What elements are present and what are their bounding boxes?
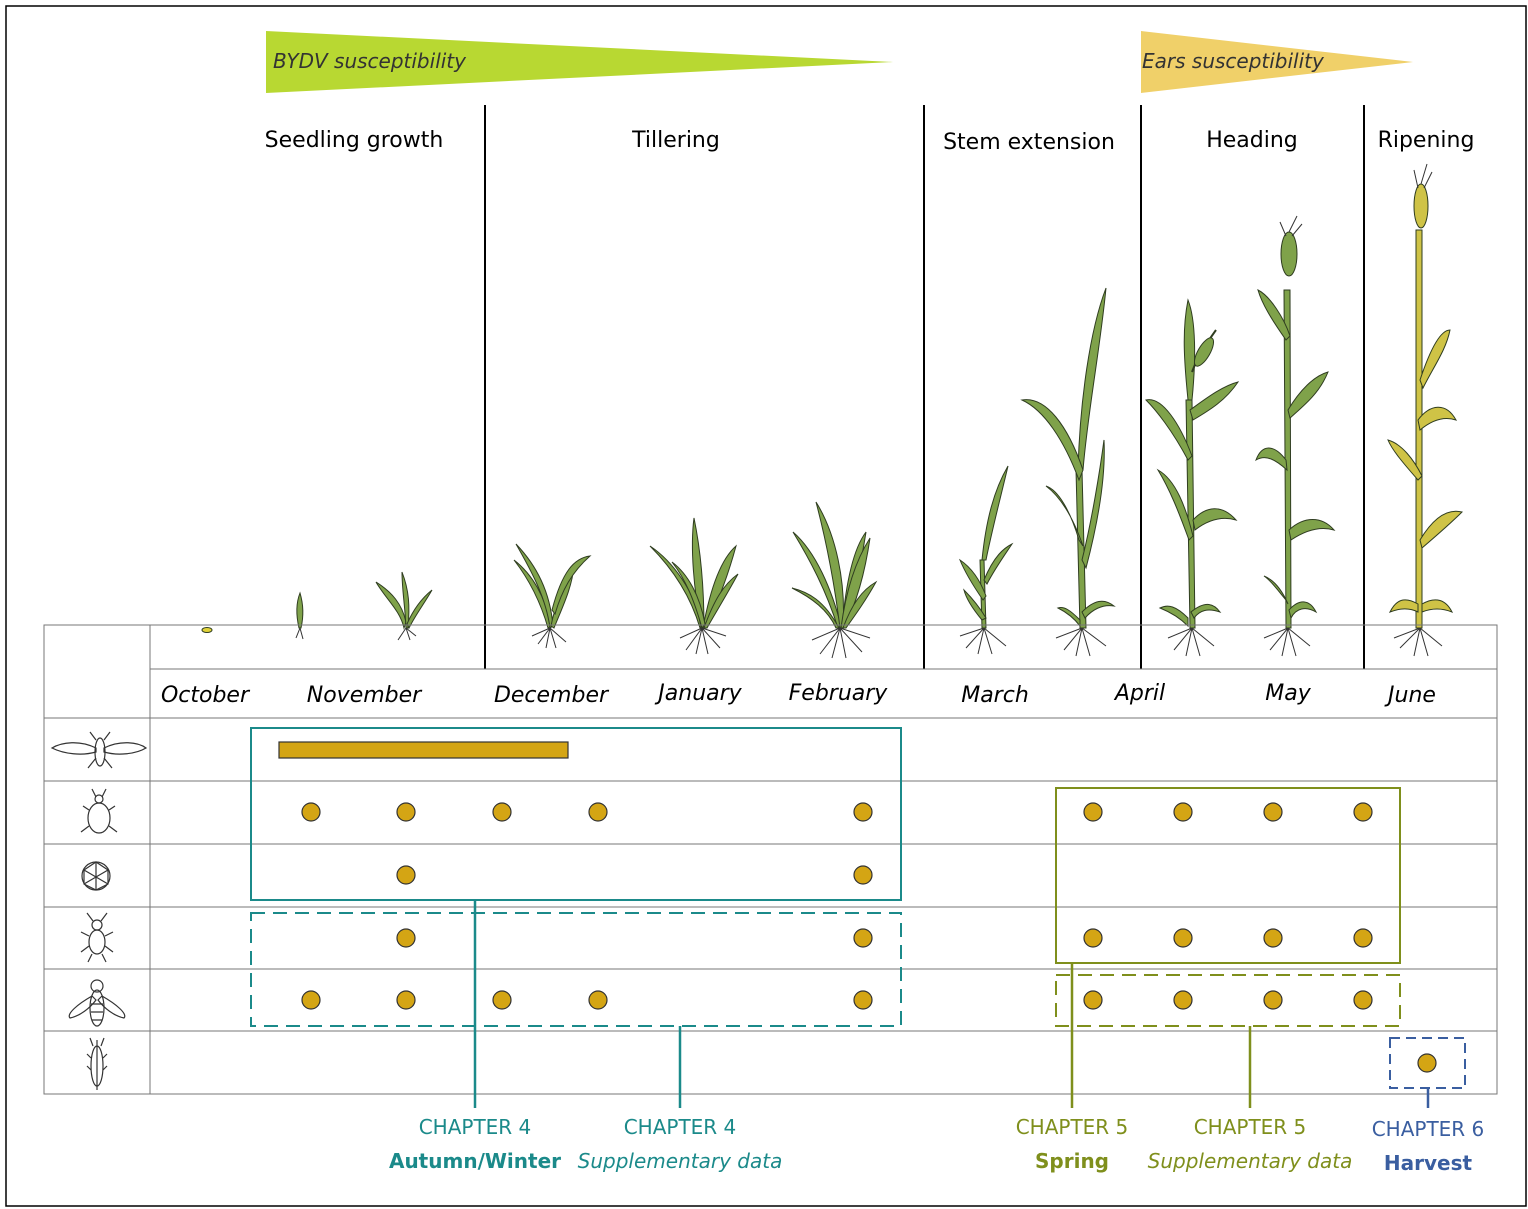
chapter-6-label: Harvest	[1384, 1151, 1473, 1175]
sampling-dot	[301, 990, 321, 1010]
stem-extension-plant-2	[1020, 287, 1116, 657]
bydv-susceptibility-label: BYDV susceptibility	[273, 49, 467, 73]
row-icons	[50, 731, 148, 1090]
month-november: November	[307, 683, 423, 708]
seedling-plant-1	[295, 591, 304, 640]
chapter-4-supplementary-box	[250, 912, 902, 1027]
stem-extension-plant-1	[958, 465, 1014, 655]
sampling-dot	[396, 865, 416, 885]
sampling-dot	[1173, 928, 1193, 948]
month-labels: October November December January Februa…	[161, 681, 1436, 708]
wheat-ear-icon	[86, 1037, 108, 1090]
sampling-dot	[1353, 802, 1373, 822]
tillering-plant-2	[649, 517, 739, 655]
stage-stem-extension: Stem extension	[943, 130, 1115, 155]
month-may: May	[1265, 681, 1311, 706]
winged-aphid-icon	[50, 731, 148, 769]
sampling-dot	[301, 802, 321, 822]
tillering-plant-3	[791, 501, 878, 659]
chapter-4-main-label: Autumn/Winter	[389, 1149, 561, 1173]
month-april: April	[1113, 681, 1165, 706]
outer-frame	[5, 5, 1527, 1207]
chapter-4-supp-number: CHAPTER 4	[624, 1115, 737, 1139]
sampling-dot	[1083, 802, 1103, 822]
chapter-5-supp-label: Supplementary data	[1148, 1149, 1353, 1173]
stage-heading: Heading	[1206, 128, 1298, 153]
chapter-5-spring-box	[1055, 787, 1401, 964]
virus-particle-icon	[81, 861, 111, 891]
sampling-dot	[1263, 928, 1283, 948]
sampling-dot	[1353, 990, 1373, 1010]
sampling-dot	[396, 802, 416, 822]
sampling-dot	[1173, 990, 1193, 1010]
stage-dividers	[484, 105, 1365, 669]
chapter-4-autumn-winter-box	[250, 727, 902, 901]
sampling-dot	[588, 990, 608, 1010]
aphid-icon	[80, 788, 118, 834]
stage-seedling-growth: Seedling growth	[265, 128, 444, 153]
sampling-dot	[396, 990, 416, 1010]
sampling-dot	[853, 865, 873, 885]
chapter-boxes	[250, 727, 1466, 1089]
heading-plant-2	[1255, 215, 1336, 657]
chapter-6-number: CHAPTER 6	[1372, 1117, 1485, 1141]
seedling-plant-2	[375, 571, 433, 641]
sampling-dot	[588, 802, 608, 822]
chapter-4-supp-label: Supplementary data	[578, 1149, 783, 1173]
plant-illustrations	[201, 163, 1463, 659]
chapter-5-supp-number: CHAPTER 5	[1194, 1115, 1307, 1139]
sampling-dot	[853, 928, 873, 948]
sampling-dot	[1417, 1053, 1437, 1073]
stage-tillering: Tillering	[631, 128, 720, 153]
sampling-dot	[1083, 990, 1103, 1010]
chapter-5-main-number: CHAPTER 5	[1016, 1115, 1129, 1139]
bydv-susceptibility-wedge	[266, 31, 893, 93]
ears-susceptibility-wedge	[1141, 31, 1413, 93]
sampling-dot	[1173, 802, 1193, 822]
sampling-dot	[853, 990, 873, 1010]
month-march: March	[961, 683, 1029, 708]
predator-beetle-icon	[80, 912, 114, 963]
table-border	[43, 624, 1498, 1095]
month-january: January	[654, 681, 742, 706]
month-october: October	[161, 683, 251, 708]
sampling-dot	[396, 928, 416, 948]
month-june: June	[1384, 683, 1436, 708]
sampling-dot	[1263, 802, 1283, 822]
seed-icon	[201, 627, 213, 633]
sampling-dots	[301, 802, 1437, 1073]
sampling-dot	[1263, 990, 1283, 1010]
chapter-connectors	[473, 900, 1430, 1108]
sampling-dot	[1083, 928, 1103, 948]
chapter-5-supplementary-box	[1055, 974, 1401, 1027]
sampling-dot	[853, 802, 873, 822]
sampling-dot	[492, 802, 512, 822]
sampling-dot	[1353, 928, 1373, 948]
ripening-plant	[1387, 163, 1463, 657]
sampling-dot	[492, 990, 512, 1010]
heading-plant-1	[1145, 298, 1240, 657]
timeline-table	[43, 624, 1498, 1095]
chapter-labels: CHAPTER 4 Autumn/Winter CHAPTER 4 Supple…	[389, 1115, 1484, 1175]
chapter-4-main-number: CHAPTER 4	[419, 1115, 532, 1139]
stage-ripening: Ripening	[1378, 128, 1475, 153]
month-december: December	[494, 683, 610, 708]
month-february: February	[789, 681, 889, 706]
tillering-plant-1	[513, 543, 592, 649]
sampling-period-bar	[278, 741, 569, 759]
ears-susceptibility-label: Ears susceptibility	[1142, 49, 1325, 73]
chapter-5-main-label: Spring	[1035, 1149, 1109, 1173]
hoverfly-icon	[68, 979, 126, 1027]
